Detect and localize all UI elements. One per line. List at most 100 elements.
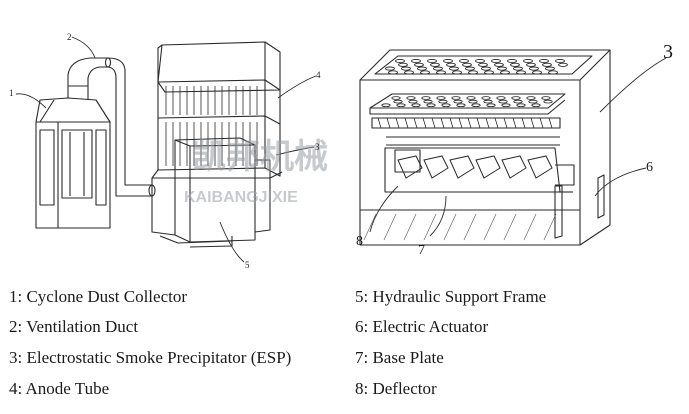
perforation-hole <box>404 70 414 75</box>
perforation-hole <box>513 99 523 104</box>
perforation-hole <box>526 96 536 100</box>
perforation-hole <box>539 58 549 64</box>
perforation-hole <box>423 99 433 104</box>
perforation-hole <box>481 66 491 71</box>
perforation-hole <box>443 58 453 64</box>
perforation-hole <box>491 58 501 64</box>
legend-item-4: 4: Anode Tube <box>9 379 110 398</box>
callout-6: 6 <box>646 160 653 175</box>
perforation-hole <box>481 96 491 100</box>
perforation-hole <box>456 103 466 107</box>
perforation-hole <box>532 70 542 75</box>
esp-unit <box>151 41 283 179</box>
perforation-hole <box>385 66 395 71</box>
hatch-line <box>483 213 497 241</box>
perforation-hole <box>468 70 478 75</box>
hatch-line <box>523 213 537 241</box>
legend-item-6: 6: Electric Actuator <box>355 317 489 336</box>
cyclone-dust-collector <box>35 85 111 229</box>
rack-fin <box>386 117 391 129</box>
perforation-hole <box>501 103 511 107</box>
rack-fin <box>377 117 382 129</box>
rack-fin <box>467 117 472 129</box>
perforation-hole <box>436 70 446 75</box>
perforation-hole <box>453 99 463 104</box>
deflector <box>527 155 553 179</box>
perforation-hole <box>507 58 517 64</box>
anode-tube-lines-upper <box>165 86 258 115</box>
watermark-sub: KAIBANGJIXIE <box>184 189 298 206</box>
rack-fin <box>494 117 499 129</box>
rack-fin <box>485 117 490 129</box>
rack-fin <box>530 117 535 129</box>
perforation-hole <box>417 66 427 71</box>
perforated-plate-second <box>381 96 553 107</box>
perforation-hole <box>433 66 443 71</box>
perforation-hole <box>393 99 403 104</box>
callout-8: 8 <box>356 234 363 249</box>
legend-item-2: 2: Ventilation Duct <box>9 317 139 336</box>
perforation-hole <box>401 66 411 71</box>
callout-2: 2 <box>67 32 72 42</box>
ventilation-duct <box>67 57 156 197</box>
perforation-hole <box>555 58 565 64</box>
perforation-hole <box>478 62 488 67</box>
callout-3-left: 3 <box>315 142 320 152</box>
perforation-hole <box>438 99 448 104</box>
hatch-line <box>423 213 437 241</box>
perforated-plate-top <box>385 58 568 75</box>
rack-fin <box>395 117 400 129</box>
perforation-hole <box>494 62 504 67</box>
hatch-line <box>463 213 477 241</box>
watermark-main: 凯邦机械 <box>192 138 328 176</box>
perforation-hole <box>426 103 436 107</box>
perforation-hole <box>541 96 551 100</box>
rack-fin <box>503 117 508 129</box>
perforation-hole <box>391 96 401 100</box>
perforation-hole <box>408 99 418 104</box>
perforation-hole <box>516 70 526 75</box>
perforation-hole <box>449 66 459 71</box>
leader-lines <box>15 36 667 263</box>
perforation-hole <box>395 58 405 64</box>
perforation-hole <box>543 99 553 104</box>
callout-5: 5 <box>245 260 250 270</box>
perforation-hole <box>452 70 462 75</box>
rack-fins <box>377 117 553 129</box>
perforation-hole <box>436 96 446 100</box>
perforation-hole <box>529 66 539 71</box>
callout-3-right: 3 <box>663 41 673 63</box>
perforation-hole <box>497 66 507 71</box>
perforation-hole <box>381 103 391 107</box>
legend-item-7: 7: Base Plate <box>355 348 444 367</box>
rack-fin <box>440 117 445 129</box>
wall-hatching <box>363 213 557 241</box>
rack-fin <box>449 117 454 129</box>
legend-item-1: 1: Cyclone Dust Collector <box>9 287 188 306</box>
hatch-line <box>503 213 517 241</box>
hatch-line <box>543 213 557 241</box>
perforation-hole <box>430 62 440 67</box>
perforation-hole <box>548 70 558 75</box>
equipment-diagram: 凯邦机械 KAIBANGJIXIE 1 2 3 4 5 3 6 7 8 <box>9 32 673 270</box>
deflector <box>449 155 475 179</box>
perforation-hole <box>446 62 456 67</box>
perforation-hole <box>388 70 398 75</box>
perforation-hole <box>471 103 481 107</box>
anode-tube-lines-lower <box>165 122 258 166</box>
rack-fin <box>539 117 544 129</box>
rack-fin <box>458 117 463 129</box>
deflector-blades <box>397 155 553 179</box>
rack-fin <box>422 117 427 129</box>
hatch-line <box>383 213 397 241</box>
perforation-hole <box>475 58 485 64</box>
hatch-line <box>403 213 417 241</box>
deflector <box>501 155 527 179</box>
perforation-hole <box>516 103 526 107</box>
rack-fin <box>404 117 409 129</box>
perforation-hole <box>398 62 408 67</box>
rack-fin <box>413 117 418 129</box>
legend-item-3: 3: Electrostatic Smoke Precipitator (ESP… <box>9 348 292 367</box>
perforation-hole <box>486 103 496 107</box>
deflector <box>423 155 449 179</box>
